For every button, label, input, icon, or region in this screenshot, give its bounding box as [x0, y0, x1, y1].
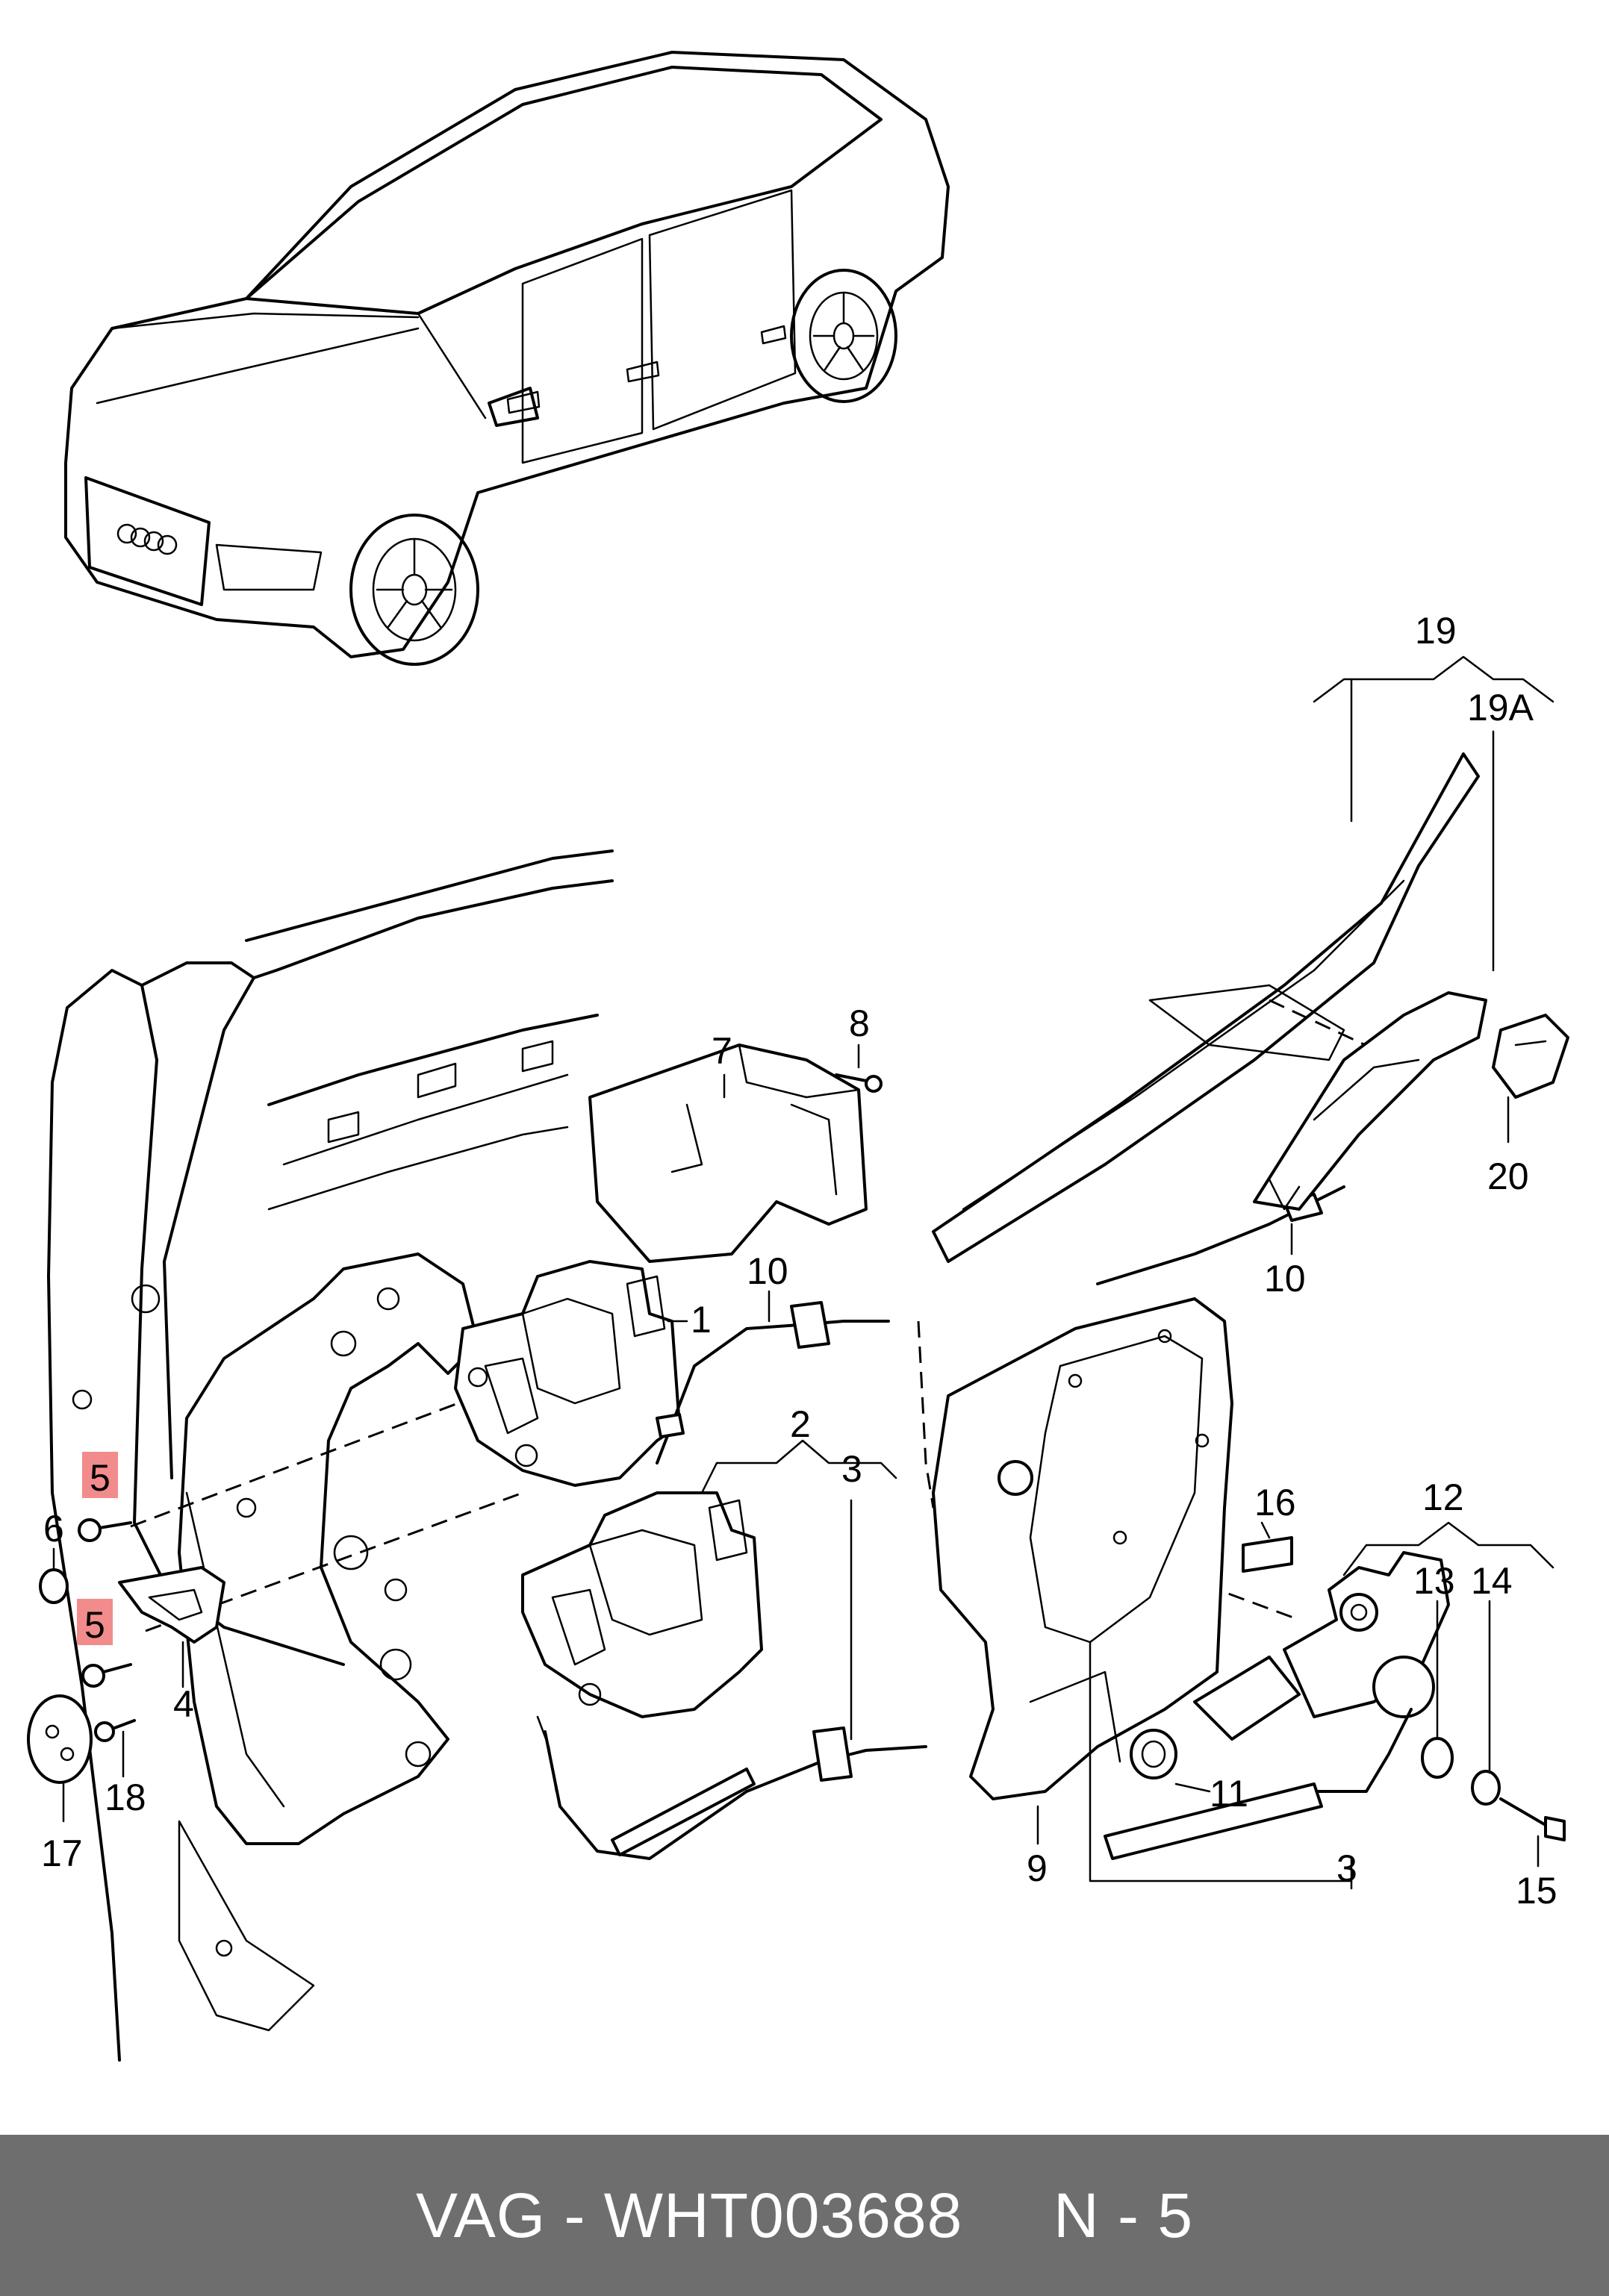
door-carrier-panel-9	[932, 1297, 1233, 1800]
callout-13: 13	[1413, 1560, 1455, 1602]
cable-10	[656, 1301, 890, 1464]
callout-17: 17	[41, 1832, 83, 1874]
callout-7: 7	[712, 1030, 732, 1072]
callout-5-lower: 5	[84, 1604, 105, 1646]
seal-16	[1242, 1536, 1293, 1573]
striker-4	[118, 1566, 225, 1644]
callout-19: 19	[1415, 610, 1457, 652]
callout-4: 4	[173, 1683, 194, 1725]
front-wheel	[349, 514, 479, 666]
audi-rings-logo	[116, 523, 178, 555]
callout-6: 6	[43, 1508, 64, 1550]
callout-15: 15	[1516, 1870, 1557, 1912]
trim-strip-19	[932, 752, 1480, 1263]
callout-2: 2	[790, 1403, 811, 1445]
parts-diagram: 19 19A 8 7 20 10 10 1 2 3 16 12 13 14 5 …	[27, 51, 1569, 2062]
callout-10-left: 10	[747, 1250, 788, 1292]
bolt-5-lower	[81, 1663, 132, 1688]
bush-13	[1421, 1737, 1454, 1779]
car-illustration	[64, 51, 950, 666]
rear-wheel	[790, 269, 897, 403]
cap-6	[39, 1568, 69, 1604]
callout-16: 16	[1254, 1482, 1296, 1523]
screw-8	[835, 1073, 883, 1093]
spacer-14	[1471, 1770, 1501, 1806]
callout-10-right: 10	[1264, 1258, 1306, 1300]
cable-3-right	[1104, 1708, 1413, 1860]
check-strap-17	[27, 1694, 93, 1784]
bracket-7	[588, 1044, 868, 1263]
callout-3-upper: 3	[841, 1448, 862, 1490]
callout-1: 1	[691, 1299, 712, 1341]
handle-cap-20	[1492, 1014, 1569, 1099]
callout-14: 14	[1471, 1560, 1513, 1602]
callout-3-lower: 3	[1336, 1847, 1357, 1889]
callout-5-lower-highlight	[77, 1599, 113, 1645]
callout-9: 9	[1027, 1847, 1048, 1889]
door-handle-19a	[1253, 991, 1487, 1211]
callout-12: 12	[1422, 1476, 1464, 1518]
callout-19a: 19A	[1467, 687, 1534, 729]
callout-18: 18	[105, 1776, 146, 1818]
callout-5-upper: 5	[90, 1457, 111, 1499]
grommet-11	[1130, 1729, 1177, 1779]
bolt-15	[1499, 1797, 1566, 1841]
part-number-footer: VAG - WHT003688 N - 5	[0, 2135, 1609, 2296]
window-motor-12	[1193, 1551, 1450, 1741]
callout-20: 20	[1487, 1155, 1529, 1197]
callout-11: 11	[1210, 1773, 1248, 1815]
callout-8: 8	[849, 1002, 870, 1044]
screw-18	[94, 1719, 136, 1742]
leader-lines	[52, 655, 1554, 1890]
bolt-5-upper	[78, 1518, 132, 1542]
door-lock-2	[521, 1491, 763, 1718]
footer-part-number-text: VAG - WHT003688 N - 5	[415, 2180, 1194, 2250]
callout-5-upper-highlight	[82, 1452, 118, 1498]
callout-labels: 19 19A 8 7 20 10 10 1 2 3 16 12 13 14 5 …	[41, 610, 1557, 1912]
cable-3-left	[536, 1715, 927, 1860]
door-lock-1	[454, 1260, 681, 1487]
